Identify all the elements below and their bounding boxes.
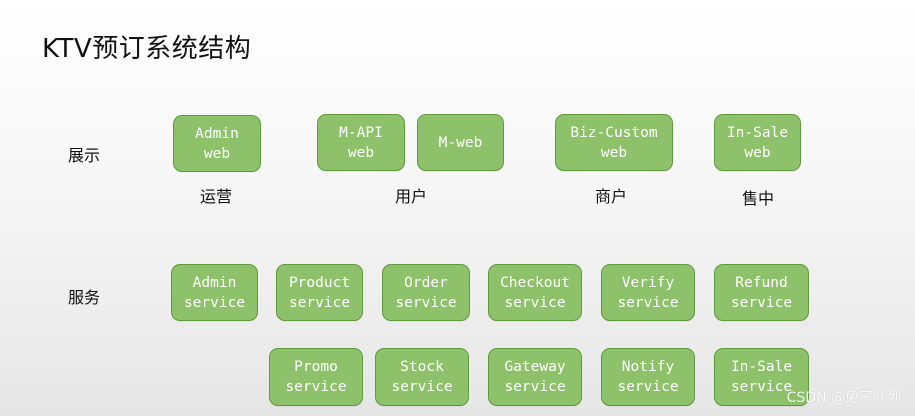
notify-service-line-2: service [617,379,679,395]
m-api-web-line-1: M-API [339,124,383,141]
group-label-user: 用户 [394,187,428,206]
m-api-web-node: M-API web [317,114,405,171]
stock-service-line-1: Stock [400,359,444,375]
in-sale-service-node: In-Sale service [714,348,809,406]
admin-web-line-2: web [203,145,231,162]
admin-service-node: Admin service [171,264,258,321]
gateway-service-line-1: Gateway [504,359,566,375]
product-service-node: Product service [276,264,363,321]
promo-service-line-2: service [285,379,347,395]
verify-service-node: Verify service [601,264,695,321]
order-service-line-1: Order [404,274,448,291]
row-label-display: 展示 [68,146,101,165]
group-label-ops: 运营 [199,187,233,206]
refund-service-node: Refund service [714,264,809,321]
gateway-service-node: Gateway service [488,348,582,406]
product-service-line-1: Product [288,274,351,291]
biz-custom-web-line-1: Biz-Custom [570,124,658,141]
product-service-line-2: service [288,294,351,311]
stock-service-line-2: service [391,379,453,395]
biz-custom-web-node: Biz-Custom web [555,114,673,171]
admin-web-line-1: Admin [195,125,239,142]
promo-service-node: Promo service [269,348,363,406]
page-title: KTV预订系统结构 [42,34,252,64]
in-sale-service-line-2: service [730,379,793,395]
watermark: CSDN @兔子队列 [786,390,901,406]
promo-service-line-1: Promo [294,359,338,375]
group-label-merchant: 商户 [594,187,628,206]
admin-service-line-1: Admin [192,274,237,291]
verify-service-line-2: service [617,294,679,311]
m-web-node: M-web [417,114,504,171]
refund-service-line-2: service [730,294,793,311]
biz-custom-web-line-2: web [600,144,628,161]
order-service-line-2: service [395,294,457,311]
in-sale-web-node: In-Sale web [714,114,801,171]
checkout-service-line-2: service [504,294,566,311]
notify-service-node: Notify service [601,348,695,406]
in-sale-service-line-1: In-Sale [730,359,793,375]
m-web-line-1: M-web [438,134,483,151]
stock-service-node: Stock service [375,348,469,406]
row-label-service: 服务 [68,288,101,307]
admin-service-line-2: service [183,294,246,311]
notify-service-line-1: Notify [621,359,675,375]
m-api-web-line-2: web [347,144,375,161]
group-label-in-sale: 售中 [741,189,775,208]
in-sale-web-line-1: In-Sale [726,124,789,141]
checkout-service-line-1: Checkout [500,274,570,291]
gateway-service-line-2: service [504,379,566,395]
verify-service-line-1: Verify [621,274,675,291]
in-sale-web-line-2: web [744,144,771,161]
refund-service-line-1: Refund [735,274,788,291]
admin-web-node: Admin web [173,115,261,172]
checkout-service-node: Checkout service [488,264,582,321]
order-service-node: Order service [382,264,470,321]
